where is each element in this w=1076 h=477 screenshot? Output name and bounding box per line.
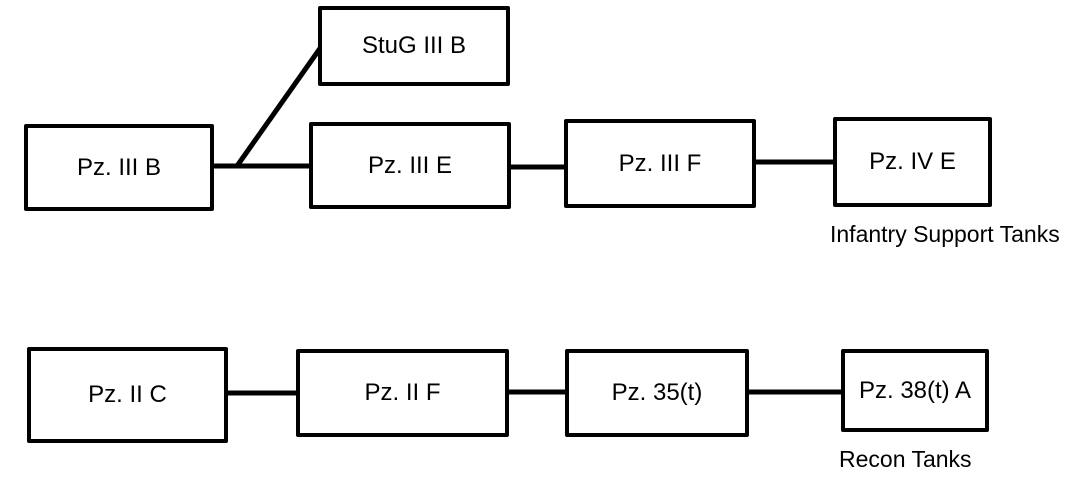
group-label-infantry-support-tanks: Infantry Support Tanks [830, 221, 1060, 247]
node-label: Pz. III F [618, 149, 702, 177]
node-pz-iii-e: Pz. III E [309, 122, 511, 209]
node-pz-35t: Pz. 35(t) [565, 349, 749, 437]
node-label: StuG III B [361, 32, 467, 59]
node-label: Pz. III B [76, 153, 162, 181]
node-pz-ii-c: Pz. II C [27, 347, 228, 443]
node-pz-iii-b: Pz. III B [24, 124, 214, 211]
node-stug-iii-b: StuG III B [318, 6, 510, 86]
node-label: Pz. II C [88, 381, 167, 408]
node-label: Pz. II F [364, 379, 441, 406]
node-pz-ii-f: Pz. II F [296, 349, 509, 437]
group-label-recon-tanks: Recon Tanks [839, 446, 972, 472]
node-pz-38t-a: Pz. 38(t) A [841, 349, 989, 432]
node-label: Pz. IV E [869, 148, 956, 175]
edge-pz-iii-b-to-stug-iii-b [234, 45, 324, 168]
node-pz-iv-e: Pz. IV E [833, 117, 992, 207]
node-label: Pz. 35(t) [611, 379, 703, 406]
node-label: Pz. 38(t) A [858, 376, 972, 404]
node-label: Pz. III E [367, 151, 453, 179]
node-pz-iii-f: Pz. III F [564, 119, 756, 208]
